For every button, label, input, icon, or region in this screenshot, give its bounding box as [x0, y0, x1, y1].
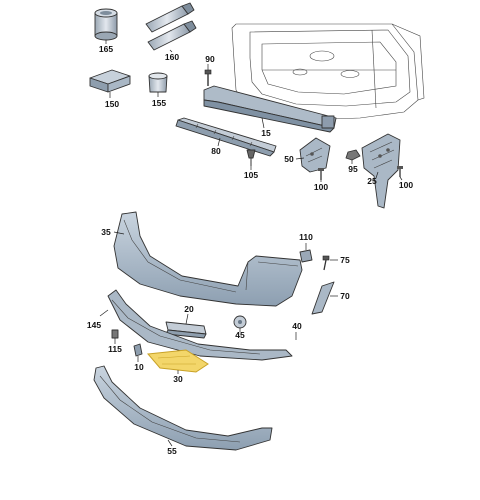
callout-155: 155 — [152, 98, 166, 108]
part-45-grommet — [233, 315, 247, 329]
callout-70: 70 — [340, 291, 350, 301]
part-150-block — [89, 69, 131, 93]
callout-105: 105 — [244, 170, 258, 180]
part-55-diffuser — [93, 365, 273, 451]
part-165-can — [94, 8, 118, 41]
car-body-outline — [231, 23, 425, 121]
part-100b-screw — [397, 166, 403, 177]
callout-110: 110 — [299, 232, 313, 242]
callout-95: 95 — [348, 164, 358, 174]
part-95-nut — [345, 149, 361, 161]
part-25-side-bracket — [361, 133, 401, 209]
callout-100-left: 100 — [314, 182, 328, 192]
callout-75: 75 — [340, 255, 350, 265]
part-105-clip — [246, 149, 256, 166]
part-115-clip — [111, 329, 119, 339]
callout-30: 30 — [173, 374, 183, 384]
part-160-cartridges — [145, 2, 197, 51]
callout-145: 145 — [87, 320, 101, 330]
part-50-bracket — [299, 137, 331, 173]
part-15-impact-beam — [203, 85, 337, 133]
part-30-highlighted — [147, 349, 209, 373]
part-100a-screw — [318, 168, 324, 180]
callout-55: 55 — [167, 446, 177, 456]
callout-25: 25 — [367, 176, 377, 186]
callout-165: 165 — [99, 44, 113, 54]
callout-80: 80 — [211, 146, 221, 156]
callout-15: 15 — [261, 128, 271, 138]
leader-lines — [99, 40, 403, 447]
callout-40: 40 — [292, 321, 302, 331]
callout-115: 115 — [108, 344, 122, 354]
callout-150: 150 — [105, 99, 119, 109]
callout-20: 20 — [184, 304, 194, 314]
part-80-absorber — [175, 117, 277, 157]
part-35-bumper-cover — [113, 211, 303, 307]
part-110-clip — [299, 249, 313, 263]
part-10-clip — [133, 343, 143, 357]
part-75-bolt — [322, 255, 330, 271]
callout-45: 45 — [235, 330, 245, 340]
part-40-lower-strip — [107, 289, 293, 361]
callout-35: 35 — [101, 227, 111, 237]
callout-160: 160 — [165, 52, 179, 62]
callout-labels: 165 160 150 155 90 15 80 105 50 100 95 2… — [87, 44, 413, 456]
callout-100-right: 100 — [399, 180, 413, 190]
callout-50: 50 — [284, 154, 294, 164]
callout-10: 10 — [134, 362, 144, 372]
part-90-bolt — [204, 69, 212, 86]
callout-90: 90 — [205, 54, 215, 64]
part-70-reflector — [311, 281, 335, 315]
part-155-cup — [148, 72, 168, 93]
